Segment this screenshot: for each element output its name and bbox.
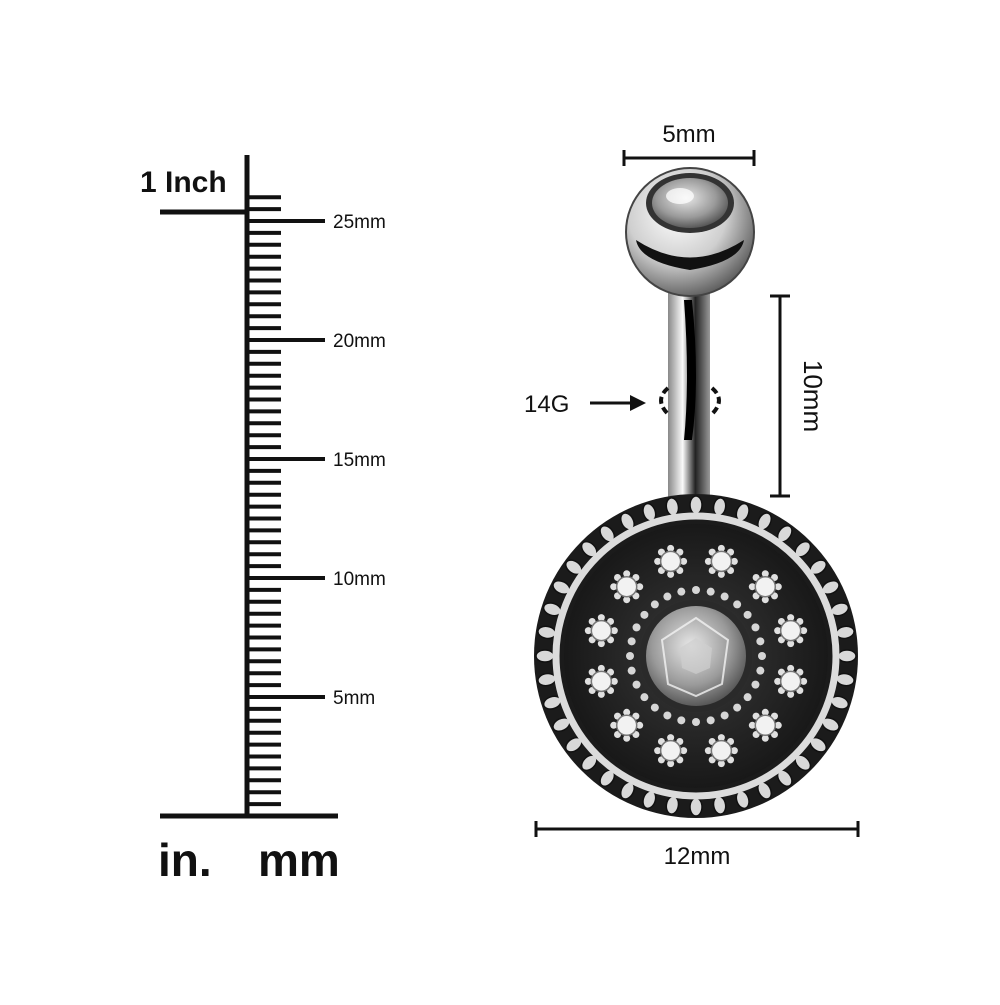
disc-inner-dots [626, 586, 766, 726]
ball-gem-highlight [666, 188, 694, 204]
ruler-mm-label: 10mm [333, 569, 386, 590]
inner-dot [650, 600, 659, 609]
inner-dot [640, 693, 649, 702]
inner-dot [632, 623, 641, 632]
disc-bead [535, 649, 555, 663]
disc-crystal-flowers [584, 544, 808, 768]
unit-in-label: in. [158, 834, 212, 886]
gauge-bracket [659, 386, 721, 416]
inner-dot [692, 586, 700, 594]
inner-dot [756, 666, 765, 675]
gauge-label: 14G [524, 391, 569, 418]
inner-dot [663, 592, 672, 601]
ball-dark-band [636, 240, 744, 270]
ruler-mm-label: 20mm [333, 331, 386, 352]
disc-width-label: 12mm [664, 843, 731, 870]
inner-dot [650, 703, 659, 712]
bar-length-label: 10mm [798, 360, 828, 432]
ruler-ticks [247, 195, 325, 807]
inner-dot [663, 711, 672, 720]
inner-dot [756, 637, 765, 646]
inner-dot [706, 587, 715, 596]
crystal-flower [584, 664, 618, 698]
ruler: 25mm 20mm 15mm 10mm 5mm 1 Inch in. mm [140, 155, 386, 886]
inner-dot [751, 680, 760, 689]
crystal-flower [774, 614, 808, 648]
bar-shadow [684, 300, 696, 440]
ball-gem [652, 178, 728, 228]
inner-dot [758, 652, 766, 660]
disc-bead [837, 649, 857, 663]
gauge-arrow-head [630, 395, 646, 411]
crystal-flower [610, 570, 644, 604]
inner-dot [626, 652, 634, 660]
ruler-mm-label: 25mm [333, 212, 386, 233]
inner-dot [692, 718, 700, 726]
inner-dot [627, 637, 636, 646]
inner-dot [632, 680, 641, 689]
crystal-flower [748, 570, 782, 604]
inner-dot [677, 716, 686, 725]
unit-mm-label: mm [258, 834, 340, 886]
center-gem-table [680, 638, 712, 674]
crystal-flower [654, 734, 688, 768]
ball-width-label: 5mm [662, 121, 715, 148]
inner-dot [627, 666, 636, 675]
inner-dot [743, 693, 752, 702]
disc-bead [689, 797, 703, 817]
inner-dot [751, 623, 760, 632]
inner-dot [677, 587, 686, 596]
ruler-mm-labels: 25mm 20mm 15mm 10mm 5mm [333, 212, 386, 709]
inner-dot [640, 610, 649, 619]
inner-dot [743, 610, 752, 619]
crystal-flower [704, 544, 738, 578]
ruler-mm-label: 5mm [333, 688, 375, 709]
inner-dot [720, 711, 729, 720]
crystal-flower [774, 664, 808, 698]
crystal-flower [704, 734, 738, 768]
disc-bead [689, 495, 703, 515]
crystal-flower [748, 708, 782, 742]
inner-dot [720, 592, 729, 601]
inner-dot [706, 716, 715, 725]
inner-dot [733, 600, 742, 609]
inch-label: 1 Inch [140, 166, 227, 199]
center-gem-facets [660, 616, 730, 698]
crystal-flower [610, 708, 644, 742]
crystal-flower [584, 614, 618, 648]
belly-ring-illustration [534, 167, 858, 818]
ruler-mm-label: 15mm [333, 450, 386, 471]
inner-dot [733, 703, 742, 712]
disc-rim [552, 512, 840, 800]
dimension-annotations: 5mm 10mm 14G 12mm [524, 121, 860, 870]
crystal-flower [654, 544, 688, 578]
